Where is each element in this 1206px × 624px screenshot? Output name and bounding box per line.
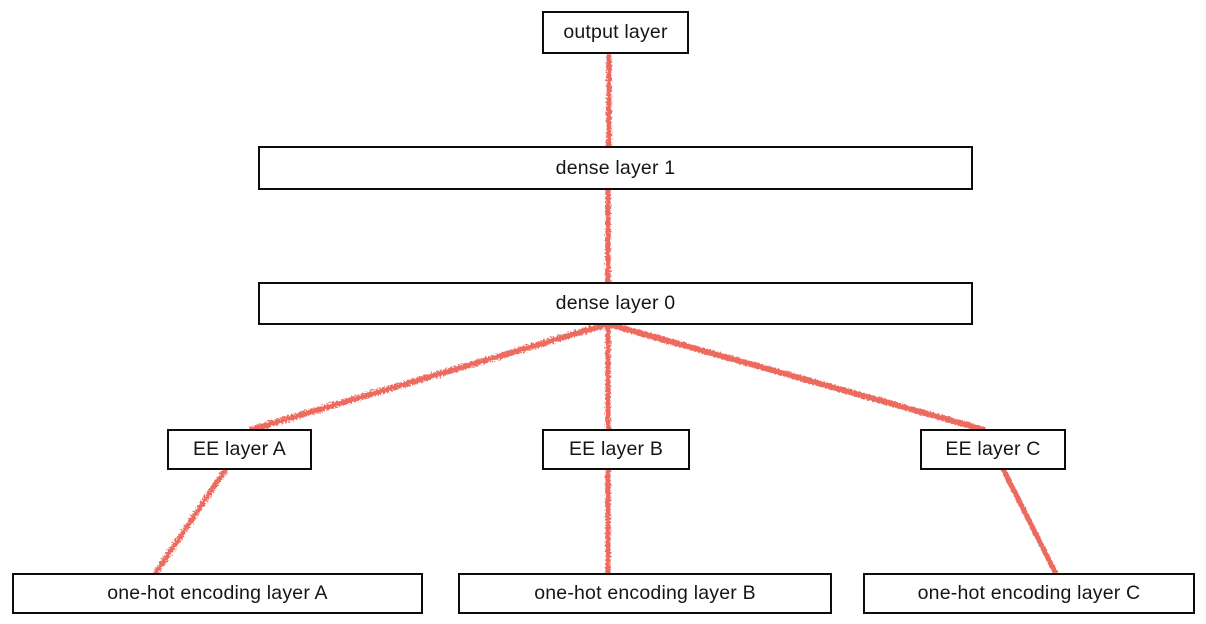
edge-dense0-to-eeA [249,321,609,433]
edge-eeA-to-onehotA [152,467,229,576]
node-ee-layer-c: EE layer C [920,429,1066,470]
node-ee-layer-a: EE layer A [167,429,312,470]
node-dense-layer-0: dense layer 0 [258,282,973,325]
node-dense-layer-1-label: dense layer 1 [555,156,676,179]
node-dense-layer-1: dense layer 1 [258,146,973,190]
node-output-layer: output layer [542,11,689,54]
node-ee-layer-c-label: EE layer C [945,438,1041,460]
node-onehot-encoding-layer-c-label: one-hot encoding layer C [917,582,1141,604]
node-onehot-encoding-layer-c: one-hot encoding layer C [863,573,1195,614]
node-onehot-encoding-layer-a-label: one-hot encoding layer A [107,582,328,604]
node-ee-layer-b: EE layer B [542,429,690,470]
node-onehot-encoding-layer-a: one-hot encoding layer A [12,573,423,614]
node-onehot-encoding-layer-b-label: one-hot encoding layer B [534,582,756,604]
edge-dense0-to-eeC [607,321,986,433]
edge-eeC-to-onehotC [1000,467,1059,576]
node-ee-layer-a-label: EE layer A [192,438,287,460]
node-dense-layer-0-label: dense layer 0 [555,292,676,314]
node-onehot-encoding-layer-b: one-hot encoding layer B [458,573,832,614]
node-ee-layer-b-label: EE layer B [568,438,664,460]
node-output-layer-label: output layer [563,21,668,43]
